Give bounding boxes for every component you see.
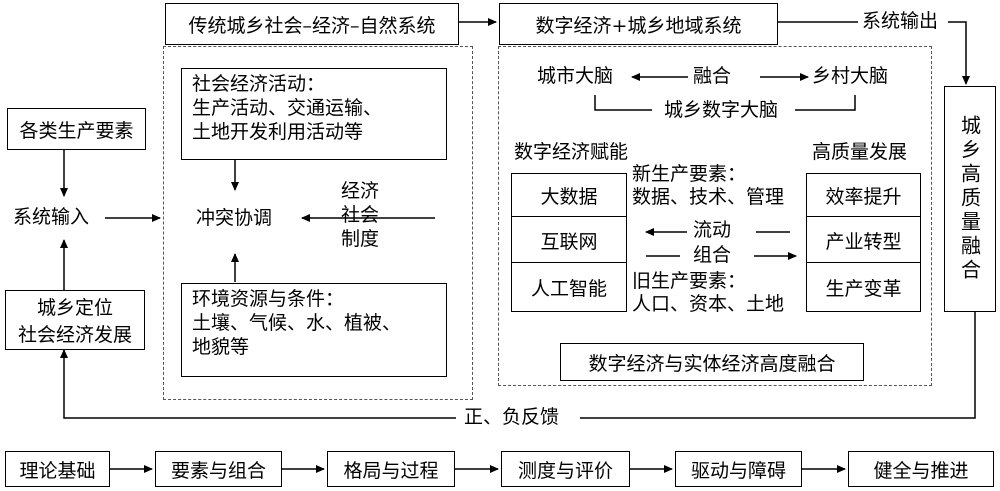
old-factors-label: 旧生产要素： 人口、资本、土地 — [632, 270, 785, 315]
socioeconomic-activities-box: 社会经济活动： 生产活动、交通运输、 土地开发利用活动等 — [181, 68, 447, 160]
activities-line2: 生产活动、交通运输、 — [192, 96, 383, 119]
urban-rural-brain-label: 城乡数字大脑 — [664, 99, 779, 121]
institution-label: 经济 社会 制度 — [341, 180, 380, 250]
feedback-label: 正、负反馈 — [464, 406, 560, 428]
env-line3: 地貌等 — [192, 335, 250, 358]
digital-system-container — [498, 46, 932, 386]
activities-line3: 土地开发利用活动等 — [192, 120, 364, 143]
high-quality-label: 高质量发展 — [812, 141, 908, 163]
integration-box: 数字经济与实体经济高度融合 — [560, 343, 864, 381]
outcome-efficiency: 效率提升 — [806, 173, 921, 218]
conflict-coordination-label: 冲突协调 — [196, 207, 273, 229]
digital-empower-label: 数字经济赋能 — [514, 141, 629, 163]
production-factors-box: 各类生产要素 — [7, 108, 146, 150]
urban-rural-position-box: 城乡定位 社会经济发展 — [5, 290, 145, 350]
env-line1: 环境资源与条件： — [192, 288, 345, 310]
tech-internet: 互联网 — [511, 216, 627, 264]
combine-label: 组合 — [693, 244, 732, 266]
position-line2: 社会经济发展 — [17, 324, 132, 346]
system-input-label: 系统输入 — [13, 206, 90, 228]
traditional-system-container — [163, 46, 473, 400]
flow-step-theory: 理论基础 — [5, 451, 110, 487]
tech-big-data: 大数据 — [511, 173, 627, 218]
flow-step-improve: 健全与推进 — [848, 451, 994, 487]
city-brain-label: 城市大脑 — [537, 65, 614, 87]
traditional-system-title: 传统城乡社会–经济–自然系统 — [165, 3, 459, 45]
outcome-production: 生产变革 — [806, 262, 921, 312]
arrow-output-to-fusion — [948, 21, 970, 85]
flow-step-factors: 要素与组合 — [155, 451, 282, 487]
env-line2: 土壤、气候、水、植被、 — [192, 311, 402, 334]
system-output-label: 系统输出 — [862, 10, 939, 32]
rural-brain-label: 乡村大脑 — [812, 65, 889, 87]
new-factors-label: 新生产要素： 数据、技术、管理 — [632, 163, 785, 208]
flow-step-measure: 测度与评价 — [501, 451, 630, 487]
digital-system-title: 数字经济+城乡地域系统 — [499, 3, 778, 45]
activities-line1: 社会经济活动： — [192, 73, 326, 95]
flow-label: 流动 — [693, 219, 732, 241]
flow-step-pattern: 格局与过程 — [327, 451, 455, 487]
fusion-label: 融合 — [693, 65, 732, 87]
environment-resources-box: 环境资源与条件： 土壤、气候、水、植被、 地貌等 — [181, 283, 447, 377]
tech-ai: 人工智能 — [511, 262, 627, 312]
outcome-industry: 产业转型 — [806, 216, 921, 264]
flow-step-driver: 驱动与障碍 — [675, 451, 802, 487]
urban-rural-integration-box: 城乡高质量融合 — [944, 86, 996, 312]
position-line1: 城乡定位 — [36, 297, 113, 319]
production-factors-label: 各类生产要素 — [19, 119, 134, 142]
